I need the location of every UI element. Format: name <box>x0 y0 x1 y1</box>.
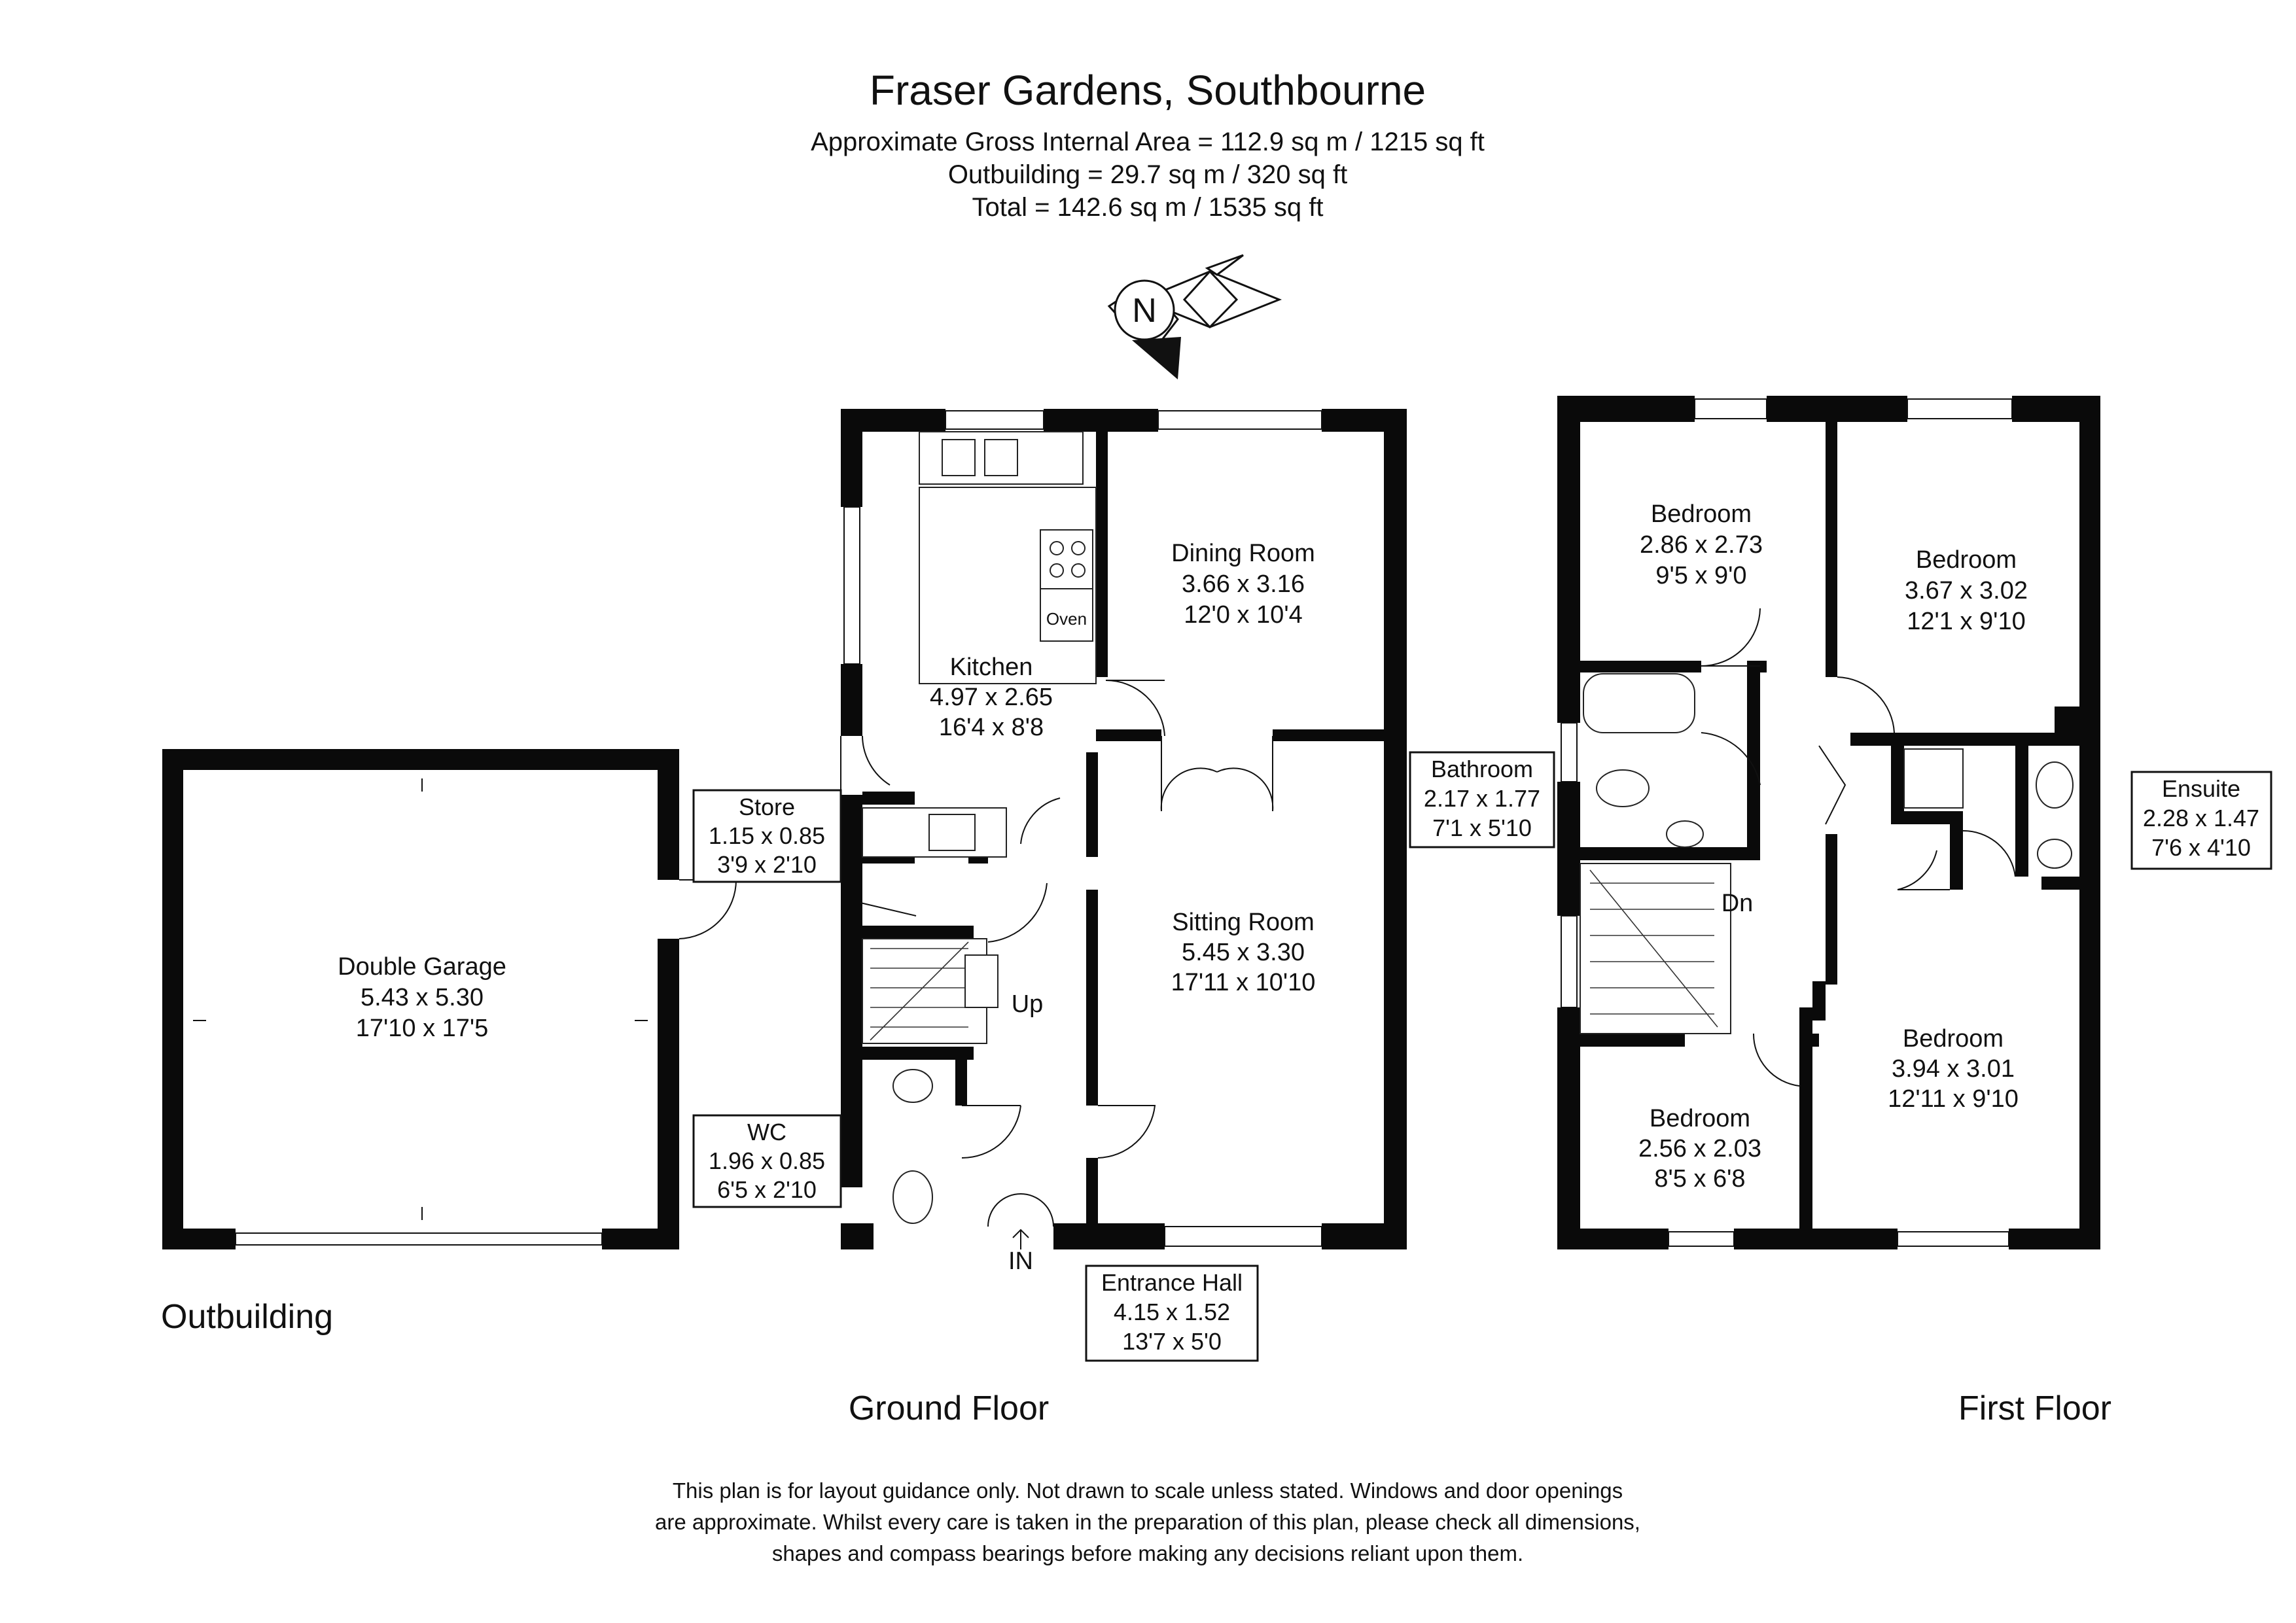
bed4-name: Bedroom <box>1650 1105 1750 1132</box>
wc-metric: 1.96 x 0.85 <box>709 1147 825 1174</box>
ensuite-name: Ensuite <box>2162 775 2240 802</box>
disclaimer-line-3: shapes and compass bearings before makin… <box>772 1541 1523 1565</box>
garage-name: Double Garage <box>338 953 506 981</box>
kitchen-imperial: 16'4 x 8'8 <box>939 714 1044 741</box>
garage-metric: 5.43 x 5.30 <box>361 984 484 1011</box>
hall-imperial: 13'7 x 5'0 <box>1122 1328 1222 1355</box>
plan-title: Fraser Gardens, Southbourne <box>870 67 1426 114</box>
sitting-imperial: 17'11 x 10'10 <box>1171 969 1316 996</box>
dining-metric: 3.66 x 3.16 <box>1182 570 1305 598</box>
bathroom-imperial: 7'1 x 5'10 <box>1432 814 1532 841</box>
dn-label: Dn <box>1722 890 1754 917</box>
garage-plan <box>162 749 737 1249</box>
sitting-metric: 5.45 x 3.30 <box>1182 939 1305 966</box>
kitchen-metric: 4.97 x 2.65 <box>930 684 1053 711</box>
hall-label-box <box>1085 1265 1259 1362</box>
disclaimer-line-1: This plan is for layout guidance only. N… <box>673 1478 1623 1503</box>
bed2-metric: 3.67 x 3.02 <box>1905 577 2028 604</box>
bathroom-metric: 2.17 x 1.77 <box>1424 785 1540 812</box>
wc-label-box <box>692 1114 842 1208</box>
dining-name: Dining Room <box>1171 540 1315 567</box>
store-label-box <box>692 789 842 883</box>
disclaimer-line-2: are approximate. Whilst every care is ta… <box>655 1510 1640 1534</box>
bathroom-name: Bathroom <box>1431 756 1533 782</box>
store-metric: 1.15 x 0.85 <box>709 822 825 849</box>
first-floor-label: First Floor <box>1958 1389 2111 1427</box>
wc-name: WC <box>747 1119 786 1145</box>
bed2-imperial: 12'1 x 9'10 <box>1907 608 2025 635</box>
wc-imperial: 6'5 x 2'10 <box>717 1176 817 1203</box>
bed4-imperial: 8'5 x 6'8 <box>1654 1165 1745 1193</box>
ground-floor-plan: Oven Up IN <box>840 409 1407 1275</box>
hall-name: Entrance Hall <box>1101 1269 1243 1296</box>
bathroom-label-box <box>1409 751 1555 848</box>
oven-label: Oven <box>1046 609 1087 629</box>
area-line-internal: Approximate Gross Internal Area = 112.9 … <box>811 128 1485 156</box>
compass-icon: N <box>1107 254 1282 379</box>
area-line-total: Total = 142.6 sq m / 1535 sq ft <box>972 193 1324 222</box>
hall-metric: 4.15 x 1.52 <box>1114 1299 1230 1325</box>
bed3-name: Bedroom <box>1903 1025 2004 1053</box>
sitting-name: Sitting Room <box>1172 909 1315 936</box>
bed1-metric: 2.86 x 2.73 <box>1640 531 1763 559</box>
bed3-imperial: 12'11 x 9'10 <box>1888 1085 2019 1113</box>
store-imperial: 3'9 x 2'10 <box>717 851 817 878</box>
dining-imperial: 12'0 x 10'4 <box>1184 601 1302 629</box>
outbuilding-label: Outbuilding <box>161 1298 333 1336</box>
ensuite-label-box <box>2130 771 2272 870</box>
bed2-name: Bedroom <box>1916 546 2017 574</box>
garage-imperial: 17'10 x 17'5 <box>356 1015 489 1042</box>
ensuite-imperial: 7'6 x 4'10 <box>2151 834 2251 861</box>
area-line-outbuilding: Outbuilding = 29.7 sq m / 320 sq ft <box>948 160 1347 189</box>
ground-floor-label: Ground Floor <box>849 1389 1049 1427</box>
first-floor-plan: Dn <box>1557 396 2100 1249</box>
store-name: Store <box>739 794 795 820</box>
kitchen-name: Kitchen <box>950 654 1033 681</box>
bed3-metric: 3.94 x 3.01 <box>1892 1055 2015 1083</box>
bed1-imperial: 9'5 x 9'0 <box>1655 562 1746 589</box>
compass-letter: N <box>1132 292 1157 330</box>
bed4-metric: 2.56 x 2.03 <box>1638 1135 1761 1162</box>
ensuite-metric: 2.28 x 1.47 <box>2143 805 2259 831</box>
in-label: IN <box>1008 1248 1033 1275</box>
bed1-name: Bedroom <box>1651 500 1752 528</box>
up-label: Up <box>1012 990 1044 1018</box>
